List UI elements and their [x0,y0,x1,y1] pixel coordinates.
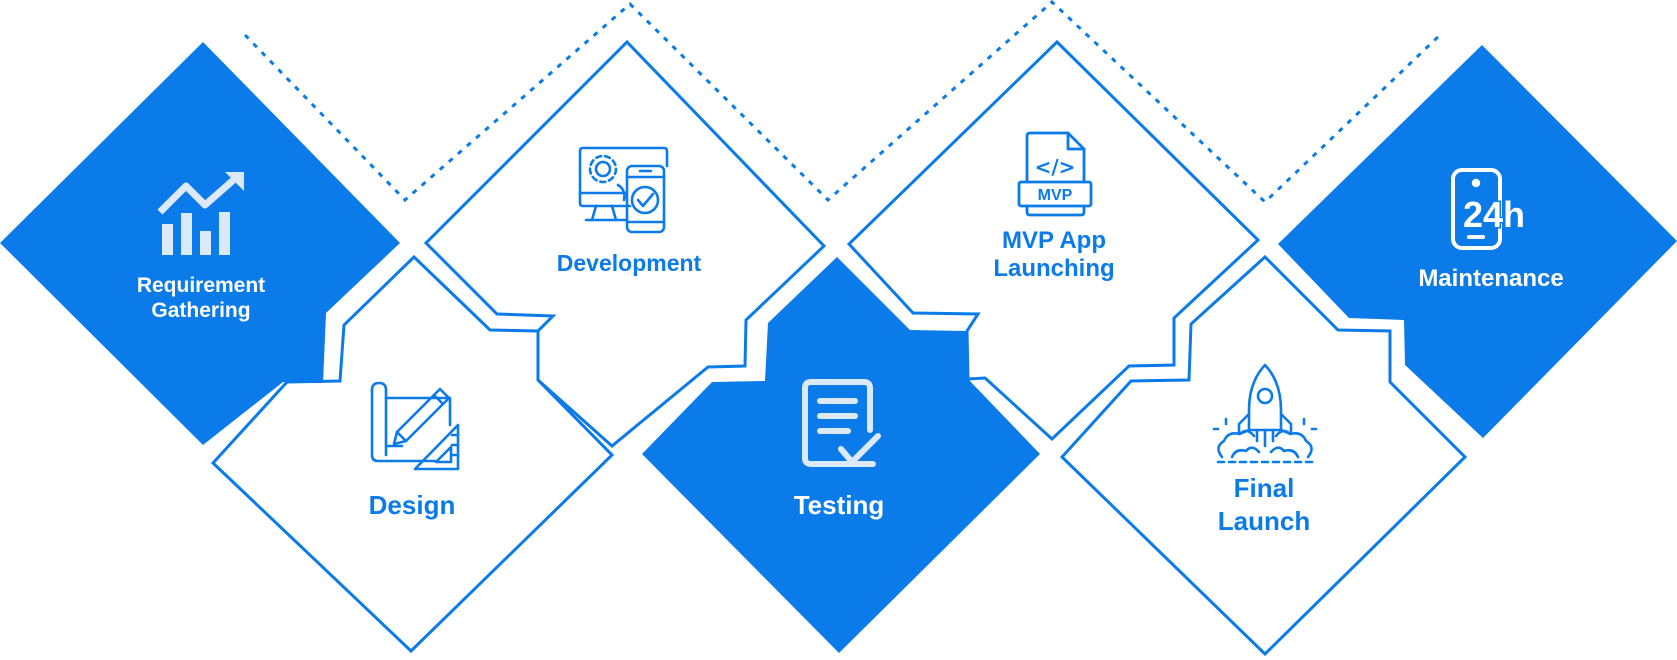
step-label-line: Development [557,250,702,276]
mvp-badge-text: MVP [1038,187,1073,204]
desktop-mobile-settings-icon [578,146,669,234]
step-design: Design [210,254,615,654]
step-mvp-app-launching: </> MVP MVP App Launching [846,39,1261,442]
mvp-code-file-icon [1017,131,1093,217]
rocket-icon [1212,363,1318,464]
step-shape [210,254,615,654]
checklist-document-icon [802,379,881,467]
step-shape [423,39,827,448]
step-label-line: Design [369,490,456,520]
step-testing: Testing [642,257,1040,653]
step-shape [846,39,1261,442]
step-label-line: Launch [1218,506,1310,536]
mvp-code-glyph: </> [1035,155,1076,179]
step-label-line: Final [1234,473,1295,503]
step-requirement-gathering: Requirement Gathering [0,42,400,445]
step-label-line: Testing [794,490,885,520]
step-shape [1059,254,1468,657]
step-label-line: Gathering [151,299,250,322]
step-label-line: Requirement [137,274,265,297]
step-shape [642,257,1040,653]
step-label-line: Maintenance [1418,265,1563,292]
step-final-launch: Final Launch [1059,254,1468,657]
24h-support-text: 24h [1463,194,1525,235]
step-label-line: MVP App [1002,227,1106,254]
step-label-line: Launching [993,255,1114,282]
step-shape [1278,45,1677,438]
blueprint-pencil-icon [370,381,460,471]
step-development: Development [423,39,827,448]
dotted-connector [243,0,1442,205]
24h-support-icon [1451,168,1502,250]
growth-chart-icon [157,172,244,255]
step-maintenance: 24h Maintenance [1278,45,1677,438]
